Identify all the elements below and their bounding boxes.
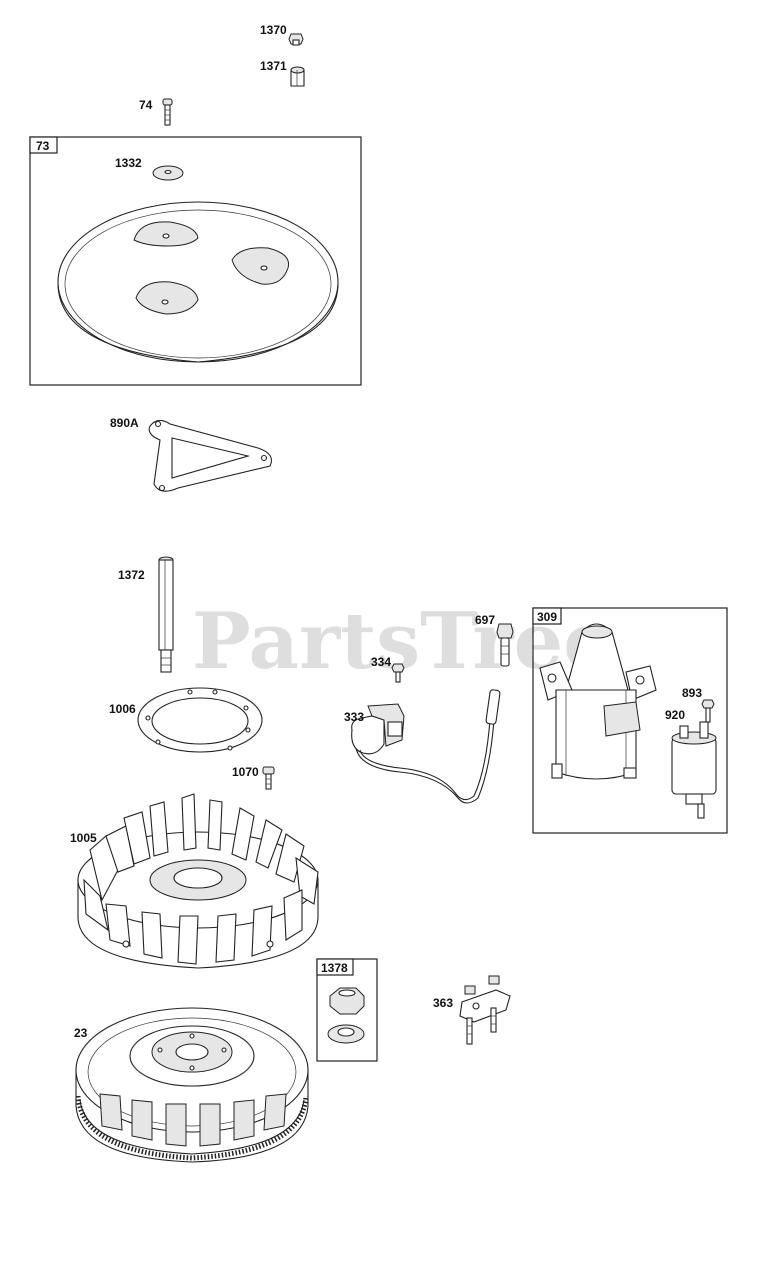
label-309: 309	[537, 610, 557, 624]
part-890a-bracket[interactable]	[148, 419, 273, 492]
callout-box-309	[532, 607, 728, 834]
part-333-ignition-coil[interactable]	[351, 689, 501, 804]
label-1332: 1332	[115, 156, 142, 170]
part-1370-nut[interactable]	[288, 33, 304, 46]
label-1371: 1371	[260, 59, 287, 73]
label-333: 333	[344, 710, 364, 724]
part-1378-nut[interactable]	[329, 987, 365, 1015]
part-1332-washer[interactable]	[152, 165, 184, 181]
part-309-starter-motor[interactable]	[539, 623, 657, 780]
label-1372: 1372	[118, 568, 145, 582]
label-1370: 1370	[260, 23, 287, 37]
label-363: 363	[433, 996, 453, 1010]
callout-box-1378	[316, 958, 378, 1062]
label-893: 893	[682, 686, 702, 700]
label-920: 920	[665, 708, 685, 722]
label-1006: 1006	[109, 702, 136, 716]
label-1378: 1378	[321, 961, 348, 975]
label-334: 334	[371, 655, 391, 669]
label-73: 73	[36, 139, 50, 153]
part-1070-bolt[interactable]	[262, 766, 275, 790]
part-1372-stud[interactable]	[158, 556, 174, 673]
part-1378-washer[interactable]	[327, 1024, 365, 1044]
part-893-terminal[interactable]	[701, 699, 715, 723]
part-1005-flywheel-fan[interactable]	[77, 793, 319, 969]
label-23: 23	[74, 1026, 88, 1040]
callout-box-73	[29, 136, 362, 386]
part-73-cover-plate[interactable]	[57, 201, 339, 363]
label-1070: 1070	[232, 765, 259, 779]
part-1006-gasket[interactable]	[137, 687, 263, 753]
part-74-screw[interactable]	[162, 98, 173, 126]
part-334-screw[interactable]	[391, 663, 405, 683]
label-697: 697	[475, 613, 495, 627]
part-363-bracket[interactable]	[459, 975, 511, 1045]
part-1371-spacer[interactable]	[290, 66, 305, 87]
part-697-bolt[interactable]	[496, 623, 514, 667]
part-920-solenoid[interactable]	[671, 721, 717, 819]
part-23-flywheel[interactable]	[75, 1007, 309, 1163]
label-1005: 1005	[70, 831, 97, 845]
label-74: 74	[139, 98, 153, 112]
label-890a: 890A	[110, 416, 139, 430]
